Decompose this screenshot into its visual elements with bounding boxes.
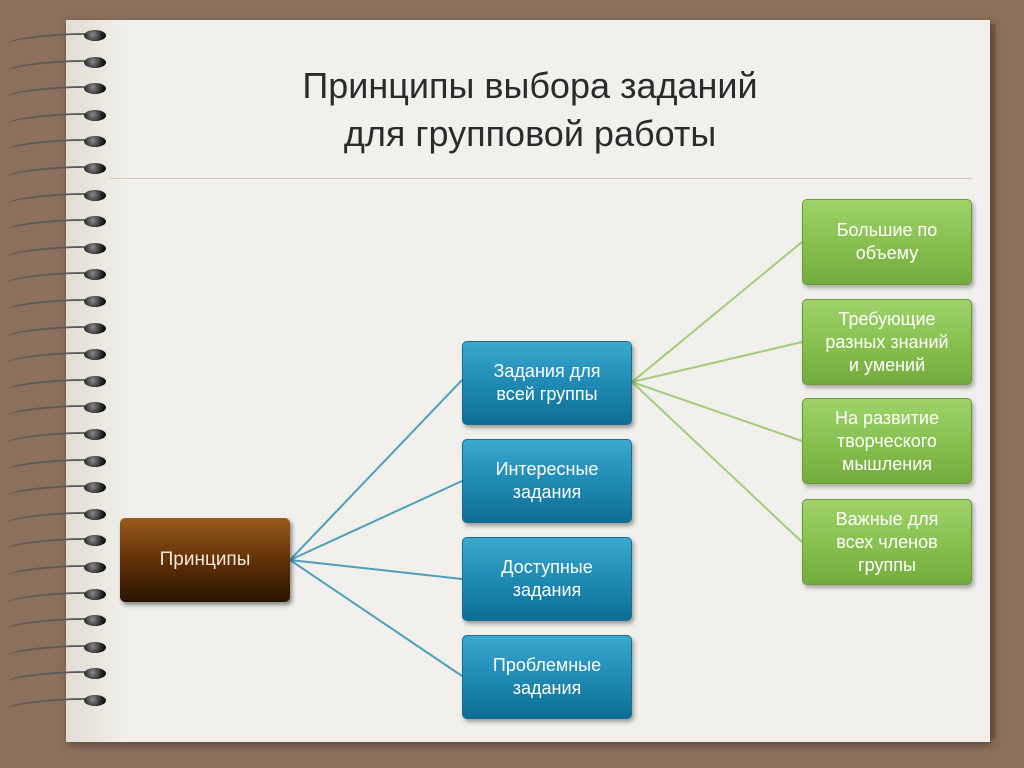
leaf-node-various-skills: Требующие разных знаний и умений — [802, 299, 972, 385]
branch-to-leaf-lines — [631, 241, 803, 543]
leaf-node-label: На развитие творческого мышления — [834, 407, 939, 474]
title-divider — [110, 178, 972, 179]
spiral-ring — [84, 508, 106, 520]
branch-node-accessible: Доступные задания — [462, 537, 632, 621]
spiral-ring — [84, 695, 106, 706]
slide-title: Принципы выбора заданий для групповой ра… — [160, 62, 900, 158]
spiral-ring — [84, 83, 106, 95]
spiral-ring — [84, 375, 106, 387]
connector-root-branch-2 — [289, 480, 463, 561]
spiral-ring — [84, 429, 106, 440]
connector-root-branch-3 — [289, 559, 463, 580]
connector-root-branch-4 — [289, 559, 463, 677]
connector-branch-leaf-3 — [631, 381, 803, 442]
branch-node-label: Интересные задания — [495, 459, 599, 502]
spiral-ring — [84, 109, 106, 121]
spiral-ring — [84, 322, 106, 334]
branch-node-label: Проблемные задания — [492, 655, 602, 698]
spiral-ring — [84, 189, 106, 201]
spiral-ring — [84, 668, 106, 680]
spiral-ring — [84, 455, 106, 467]
root-node-principles: Принципы — [120, 518, 290, 602]
branch-node-interesting: Интересные задания — [462, 439, 632, 523]
connector-branch-leaf-4 — [631, 381, 803, 543]
leaf-node-label: Требующие разных знаний и умений — [825, 308, 949, 375]
spiral-ring — [84, 482, 106, 494]
spiral-ring — [84, 615, 106, 627]
branch-node-problem: Проблемные задания — [462, 635, 632, 719]
spiral-ring — [84, 56, 106, 68]
spiral-ring — [84, 30, 106, 41]
title-line-2: для групповой работы — [343, 113, 717, 154]
branch-node-label: Доступные задания — [501, 557, 593, 600]
page-edge — [990, 24, 996, 738]
spiral-ring — [84, 535, 106, 547]
branch-node-label: Задания для всей группы — [493, 361, 601, 404]
spiral-ring — [84, 216, 106, 228]
spiral-ring — [84, 588, 106, 600]
leaf-node-important-for-all: Важные для всех членов группы — [802, 499, 972, 585]
spiral-ring — [84, 163, 106, 174]
spiral-ring — [84, 349, 106, 361]
spiral-ring — [84, 402, 106, 414]
root-to-branch-lines — [289, 379, 463, 677]
spiral-ring — [84, 269, 106, 281]
leaf-node-large-volume: Большие по объему — [802, 199, 972, 285]
connector-branch-leaf-2 — [631, 341, 803, 383]
title-line-1: Принципы выбора заданий — [302, 65, 758, 106]
spiral-ring — [84, 562, 106, 573]
root-node-label: Принципы — [159, 549, 251, 570]
leaf-node-creative-thinking: На развитие творческого мышления — [802, 398, 972, 484]
connector-branch-leaf-1 — [631, 241, 803, 383]
leaf-node-label: Важные для всех членов группы — [835, 508, 939, 575]
spiral-ring — [84, 136, 106, 148]
leaf-node-label: Большие по объему — [836, 220, 938, 263]
branch-node-whole-group: Задания для всей группы — [462, 341, 632, 425]
spiral-ring — [84, 641, 106, 653]
spiral-ring — [84, 242, 106, 254]
spiral-ring — [84, 296, 106, 307]
connector-root-branch-1 — [289, 379, 463, 561]
